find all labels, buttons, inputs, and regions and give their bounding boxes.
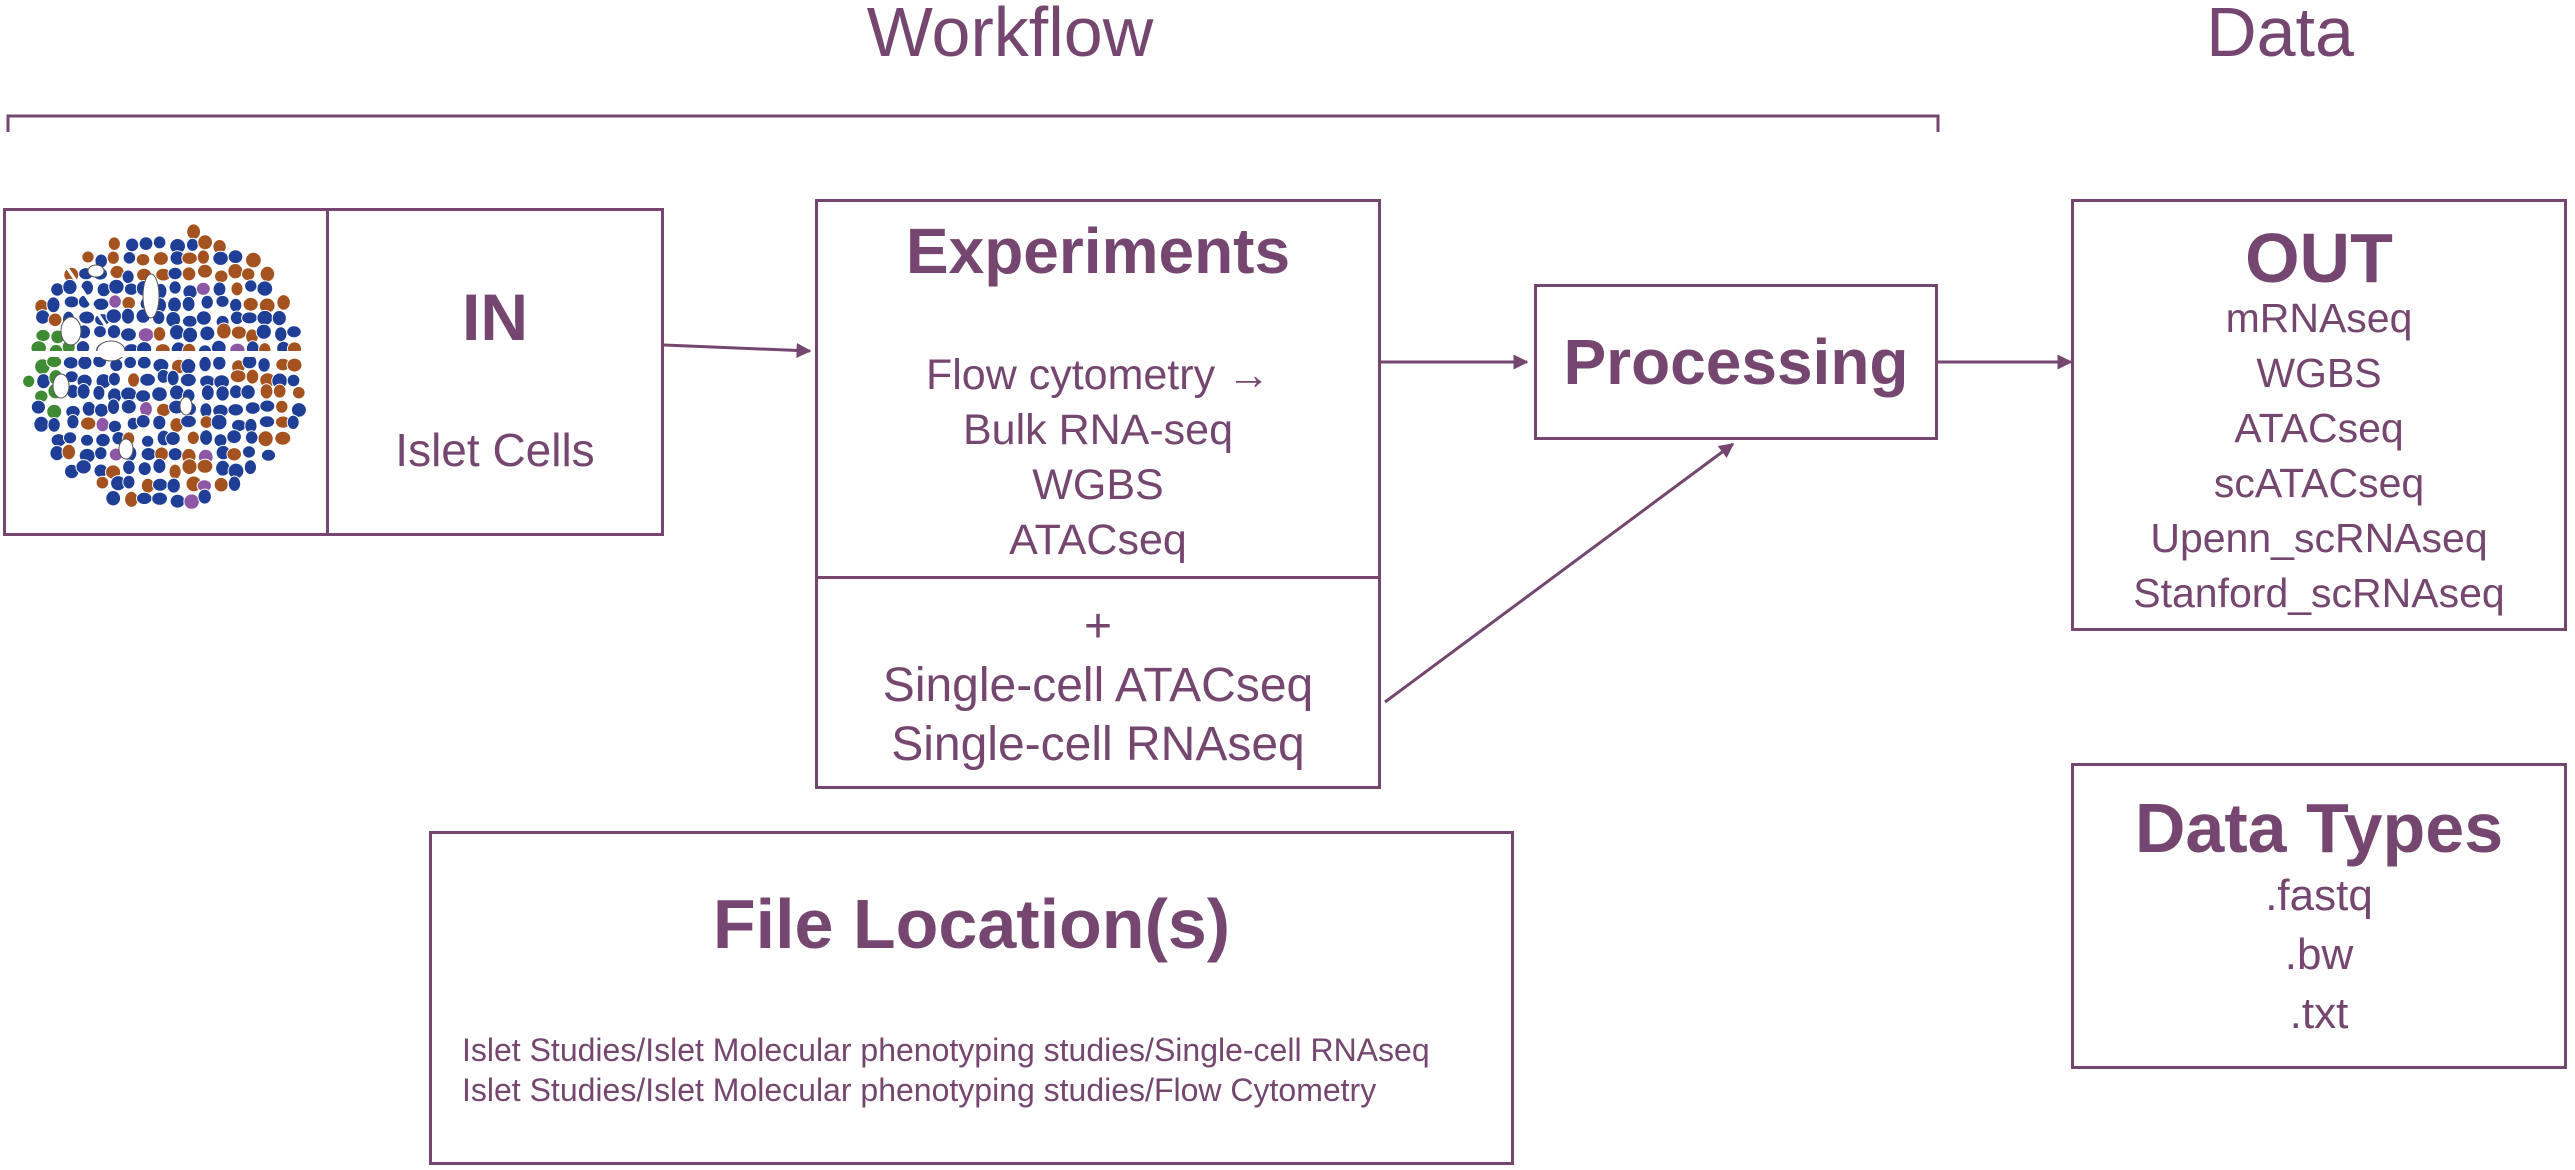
in-subtitle: Islet Cells (395, 424, 595, 476)
data-type-item: .txt (2289, 989, 2349, 1038)
workflow-header: Workflow (866, 0, 1154, 71)
processing-title: Processing (1563, 326, 1909, 398)
file-locations-box: File Location(s) Islet Studies/Islet Mol… (429, 831, 1514, 1165)
data-types-box: Data Types .fastq .bw .txt (2071, 763, 2567, 1069)
data-type-item: .bw (2284, 930, 2354, 979)
out-box: OUT mRNAseq WGBS ATACseq scATACseq Upenn… (2071, 199, 2567, 631)
out-list: mRNAseq WGBS ATACseq scATACseq Upenn_scR… (2074, 298, 2564, 628)
islet-cells-image (16, 223, 316, 510)
out-title: OUT (2245, 219, 2393, 297)
experiments-list: Flow cytometry → Bulk RNA-seq WGBS ATACs… (818, 354, 1378, 574)
arrow-in-to-experiments (663, 342, 812, 358)
processing-box: Processing (1534, 284, 1938, 440)
in-title: IN (462, 280, 528, 354)
arrow-singlecell-to-processing (1384, 442, 1735, 704)
file-path: Islet Studies/Islet Molecular phenotypin… (462, 1032, 1430, 1068)
single-cell-list: + Single-cell ATACseq Single-cell RNAseq (818, 603, 1378, 780)
workflow-bracket (6, 114, 1940, 132)
single-cell-box: + Single-cell ATACseq Single-cell RNAseq (815, 576, 1381, 789)
experiment-item: Bulk RNA-seq (962, 406, 1234, 454)
single-cell-item: Single-cell RNAseq (891, 718, 1305, 771)
out-item: scATACseq (2213, 460, 2425, 506)
single-cell-item: Single-cell ATACseq (882, 659, 1314, 712)
out-item: Stanford_scRNAseq (2133, 570, 2505, 616)
out-item: WGBS (2256, 350, 2382, 396)
in-box: IN Islet Cells (326, 208, 664, 536)
experiment-item: ATACseq (1009, 516, 1187, 564)
islet-image-box (3, 208, 329, 536)
experiments-box: Experiments Flow cytometry → Bulk RNA-se… (815, 199, 1381, 579)
file-path: Islet Studies/Islet Molecular phenotypin… (462, 1072, 1377, 1108)
experiment-item: WGBS (1032, 461, 1164, 509)
out-item: Upenn_scRNAseq (2150, 515, 2488, 561)
file-locations-title: File Location(s) (712, 885, 1231, 963)
file-paths: Islet Studies/Islet Molecular phenotypin… (462, 1034, 1492, 1114)
plus-sign: + (1083, 600, 1113, 653)
out-item: ATACseq (2234, 405, 2404, 451)
data-types-title: Data Types (2134, 789, 2504, 867)
out-item: mRNAseq (2225, 295, 2413, 341)
data-types-list: .fastq .bw .txt (2074, 874, 2564, 1051)
experiment-item: Flow cytometry → (925, 351, 1271, 399)
data-header: Data (2206, 0, 2354, 71)
experiments-title: Experiments (905, 215, 1291, 287)
data-type-item: .fastq (2265, 871, 2373, 920)
